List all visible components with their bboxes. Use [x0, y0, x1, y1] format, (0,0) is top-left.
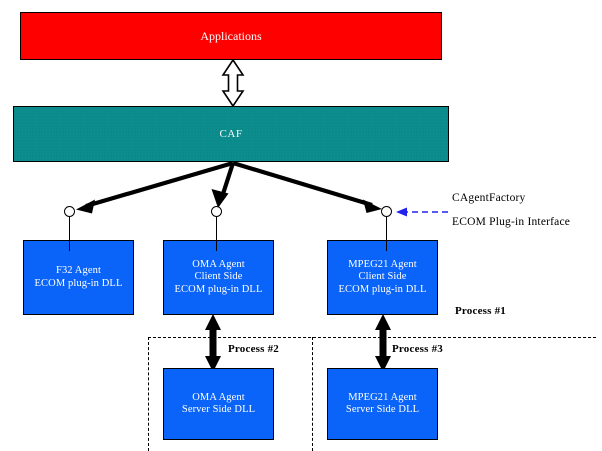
process-boundary-vertical-left [148, 337, 149, 451]
bidirectional-arrow-oma-client-server [205, 314, 221, 372]
mpeg21-agent-server-block[interactable]: MPEG21 Agent Server Side DLL [327, 368, 438, 440]
interface-circle-icon [381, 206, 392, 217]
oma-agent-server-block[interactable]: OMA Agent Server Side DLL [163, 368, 274, 440]
process-boundary-horizontal [148, 337, 596, 338]
process-3-label: Process #3 [392, 343, 443, 355]
process-2-label: Process #2 [228, 343, 279, 355]
arrow-caf-to-oma-client [211, 162, 235, 208]
cagentfactory-label: CAgentFactory [452, 192, 526, 204]
bidirectional-arrow-mpeg21-client-server [375, 314, 391, 372]
f32-agent-block[interactable]: F32 Agent ECOM plug-in DLL [23, 240, 134, 315]
bidirectional-arrow-applications-caf [221, 58, 245, 108]
ecom-plugin-interface-label: ECOM Plug-in Interface [452, 216, 571, 228]
applications-block[interactable]: Applications [20, 12, 442, 60]
dashed-pointer-to-lollipop [396, 207, 448, 217]
interface-circle-icon [211, 206, 222, 217]
caf-block[interactable]: CAF [13, 106, 449, 162]
interface-stem [216, 217, 217, 251]
mpeg21-agent-client-block[interactable]: MPEG21 Agent Client Side ECOM plug-in DL… [327, 240, 438, 315]
process-boundary-vertical-right [312, 337, 313, 451]
interface-stem [69, 217, 70, 251]
oma-agent-client-block[interactable]: OMA Agent Client Side ECOM plug-in DLL [163, 240, 274, 315]
arrow-caf-to-f32-agent [76, 160, 234, 214]
interface-circle-icon [64, 206, 75, 217]
arrow-caf-to-mpeg21-client [232, 160, 382, 213]
process-1-label: Process #1 [455, 305, 506, 317]
interface-stem [386, 217, 387, 251]
